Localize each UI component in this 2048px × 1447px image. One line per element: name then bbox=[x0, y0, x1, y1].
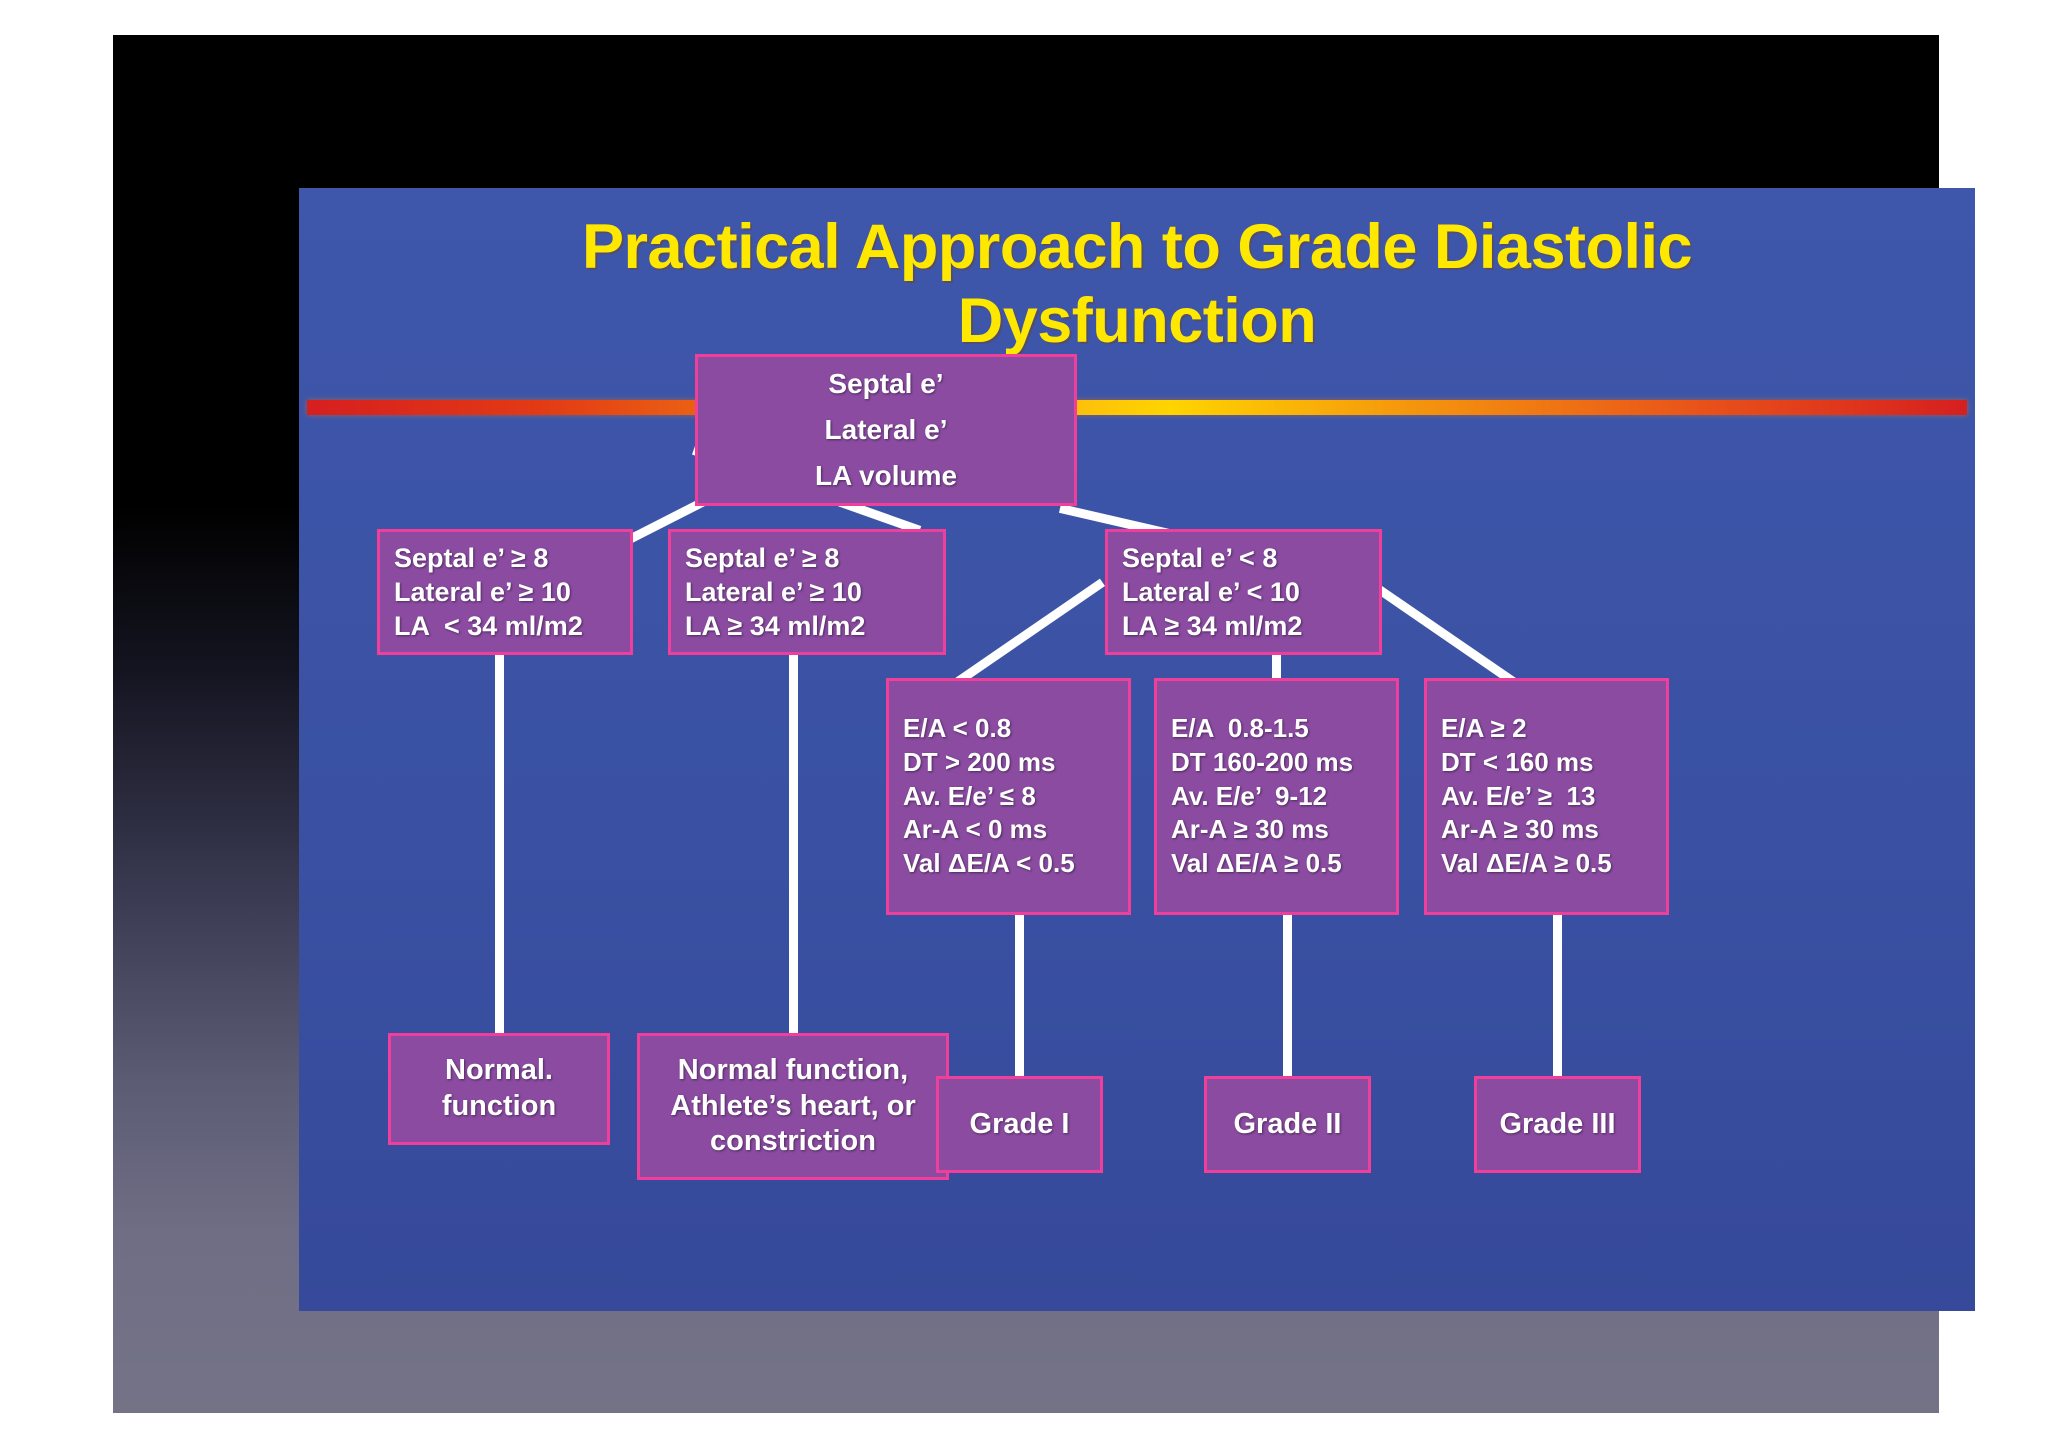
grade-2-label: Grade II bbox=[1233, 1107, 1342, 1140]
detail-3-line-4: Ar-A ≥ 30 ms bbox=[1441, 814, 1599, 845]
detail-1-line-2: DT > 200 ms bbox=[903, 746, 1056, 777]
node-grade-2[interactable]: Grade II bbox=[1204, 1076, 1371, 1173]
node-grade-3[interactable]: Grade III bbox=[1474, 1076, 1641, 1173]
root-line-2: Lateral e’ bbox=[824, 414, 948, 445]
detail-1-line-3: Av. E/e’ ≤ 8 bbox=[903, 780, 1036, 811]
criteria-2-line-3: LA ≥ 34 ml/m2 bbox=[685, 611, 866, 642]
criteria-2-line-2: Lateral e’ ≥ 10 bbox=[685, 576, 862, 607]
title-line-1: Practical Approach to Grade Diastolic bbox=[582, 212, 1693, 282]
detail-3-line-2: DT < 160 ms bbox=[1441, 746, 1594, 777]
page-title: Practical Approach to Grade Diastolic Dy… bbox=[299, 210, 1975, 359]
detail-1-line-1: E/A < 0.8 bbox=[903, 713, 1012, 743]
connector-detail-3-to-grade-3 bbox=[1553, 915, 1562, 1076]
detail-1-line-5: Val ΔE/A < 0.5 bbox=[903, 848, 1075, 879]
node-root-measurements[interactable]: Septal e’ Lateral e’ LA volume bbox=[695, 354, 1077, 506]
criteria-1-line-3: LA < 34 ml/m2 bbox=[394, 611, 583, 642]
node-detail-grade-3[interactable]: E/A ≥ 2 DT < 160 ms Av. E/e’ ≥ 13 Ar-A ≥… bbox=[1424, 678, 1669, 915]
node-outcome-normal[interactable]: Normal. function bbox=[388, 1033, 610, 1145]
connector-detail-2-to-grade-2 bbox=[1283, 915, 1292, 1076]
node-criteria-1[interactable]: Septal e’ ≥ 8 Lateral e’ ≥ 10 LA < 34 ml… bbox=[377, 529, 633, 655]
title-line-2: Dysfunction bbox=[957, 286, 1317, 357]
outcome-1-line-1: Normal. bbox=[445, 1054, 553, 1087]
detail-2-line-4: Ar-A ≥ 30 ms bbox=[1171, 814, 1329, 845]
grade-1-label: Grade I bbox=[969, 1107, 1070, 1140]
connector-criteria-3-to-detail-2 bbox=[1272, 655, 1281, 681]
node-outcome-normal-athlete-constriction[interactable]: Normal function, Athlete’s heart, or con… bbox=[637, 1033, 949, 1180]
detail-1-line-4: Ar-A < 0 ms bbox=[903, 814, 1048, 845]
detail-2-line-3: Av. E/e’ 9-12 bbox=[1171, 780, 1328, 811]
root-line-3: LA volume bbox=[814, 460, 958, 491]
criteria-3-line-3: LA ≥ 34 ml/m2 bbox=[1122, 611, 1303, 642]
detail-2-line-1: E/A 0.8-1.5 bbox=[1171, 713, 1309, 743]
connector-detail-1-to-grade-1 bbox=[1015, 915, 1024, 1076]
slide-frame: Practical Approach to Grade Diastolic Dy… bbox=[113, 35, 1975, 1413]
node-grade-1[interactable]: Grade I bbox=[936, 1076, 1103, 1173]
node-criteria-2[interactable]: Septal e’ ≥ 8 Lateral e’ ≥ 10 LA ≥ 34 ml… bbox=[668, 529, 946, 655]
outcome-2-line-2: Athlete’s heart, or bbox=[670, 1089, 916, 1122]
root-line-1: Septal e’ bbox=[828, 368, 944, 399]
detail-2-line-5: Val ΔE/A ≥ 0.5 bbox=[1171, 848, 1342, 879]
slide-canvas: Practical Approach to Grade Diastolic Dy… bbox=[299, 188, 1975, 1311]
node-detail-grade-1[interactable]: E/A < 0.8 DT > 200 ms Av. E/e’ ≤ 8 Ar-A … bbox=[886, 678, 1131, 915]
criteria-2-line-1: Septal e’ ≥ 8 bbox=[685, 542, 840, 573]
criteria-3-line-2: Lateral e’ < 10 bbox=[1122, 576, 1300, 607]
outcome-1-line-2: function bbox=[441, 1090, 557, 1122]
node-detail-grade-2[interactable]: E/A 0.8-1.5 DT 160-200 ms Av. E/e’ 9-12 … bbox=[1154, 678, 1399, 915]
title-divider-rule bbox=[307, 400, 1967, 415]
outcome-2-line-1: Normal function, bbox=[677, 1053, 909, 1086]
criteria-3-line-1: Septal e’ < 8 bbox=[1122, 542, 1278, 573]
outcome-2-line-3: constriction bbox=[710, 1125, 876, 1158]
grade-3-label: Grade III bbox=[1499, 1107, 1616, 1140]
detail-2-line-2: DT 160-200 ms bbox=[1171, 746, 1354, 777]
criteria-1-line-1: Septal e’ ≥ 8 bbox=[394, 542, 549, 573]
connector-criteria-1-to-outcome-1 bbox=[495, 655, 504, 1033]
detail-3-line-3: Av. E/e’ ≥ 13 bbox=[1441, 780, 1596, 811]
detail-3-line-5: Val ΔE/A ≥ 0.5 bbox=[1441, 848, 1612, 879]
connector-criteria-2-to-outcome-2 bbox=[789, 655, 798, 1033]
criteria-1-line-2: Lateral e’ ≥ 10 bbox=[394, 576, 571, 607]
node-criteria-3[interactable]: Septal e’ < 8 Lateral e’ < 10 LA ≥ 34 ml… bbox=[1105, 529, 1382, 655]
detail-3-line-1: E/A ≥ 2 bbox=[1441, 713, 1527, 743]
